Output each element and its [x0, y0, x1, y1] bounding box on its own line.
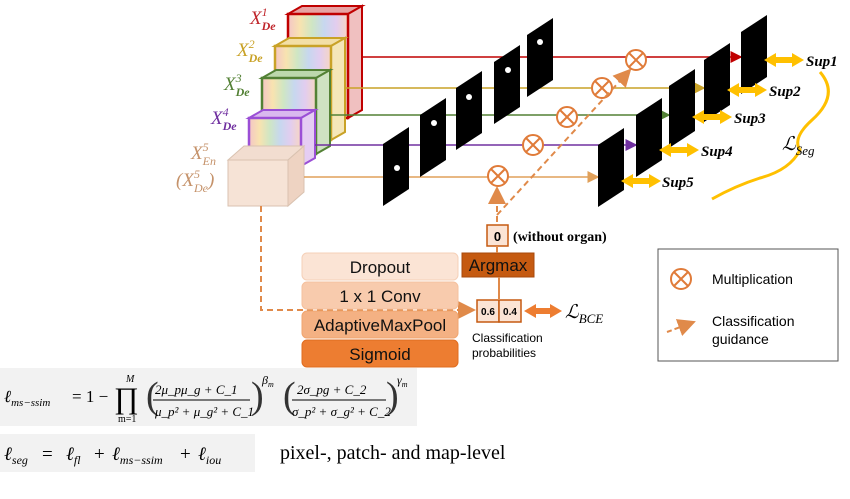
multiply-cross-marks	[490, 52, 644, 184]
maps-left	[383, 18, 553, 206]
sup4-label: Sup4	[701, 144, 733, 160]
bce-arrow	[524, 304, 562, 318]
svg-text:): )	[251, 375, 264, 417]
seg-bracket	[711, 71, 830, 201]
sup2-label: Sup2	[769, 84, 801, 100]
pool-box	[301, 310, 459, 339]
sup5-label: Sup5	[662, 175, 694, 191]
dropout-label: Dropout	[350, 258, 411, 277]
svg-text:(: (	[283, 375, 296, 417]
svg-text:βm: βm	[261, 373, 274, 389]
legend-guidance-icon	[666, 319, 696, 336]
sup-arrows	[621, 53, 804, 188]
dropout-box	[301, 252, 459, 281]
sigmoid-box	[301, 339, 459, 368]
argmax-label: Argmax	[469, 256, 528, 275]
svg-text:γm: γm	[397, 373, 408, 389]
prob-a-label: 0.6	[481, 307, 495, 318]
legend-guidance-1: Classification	[712, 313, 794, 329]
conv-box	[301, 281, 459, 310]
prob-caption-1: Classification	[472, 331, 543, 345]
legend-multiplication: Multiplication	[712, 271, 793, 287]
zero-label: 0	[494, 229, 501, 244]
pool-label: AdaptiveMaxPool	[314, 316, 446, 335]
svg-text:ℓiou: ℓiou	[198, 444, 221, 467]
sup3-label: Sup3	[734, 111, 766, 127]
formula-seg-bg	[0, 434, 255, 472]
maps-right	[598, 15, 767, 207]
formula-ms-ssim: ℓms−ssim = 1 − M m=1 ∏ ( 2μ_pμ_g + C_1 μ…	[4, 373, 408, 425]
svg-text:m=1: m=1	[118, 414, 136, 425]
legend-box	[657, 248, 839, 362]
sigmoid-label: Sigmoid	[349, 345, 410, 364]
guidance-lines	[260, 68, 632, 319]
svg-text:ℓfl: ℓfl	[66, 444, 81, 467]
svg-text:∏: ∏	[114, 382, 139, 415]
conv-label: 1 x 1 Conv	[339, 287, 421, 306]
svg-text:μ_p² + μ_g² + C_1: μ_p² + μ_g² + C_1	[154, 404, 254, 419]
svg-text:= 1 −: = 1 −	[72, 387, 108, 406]
svg-text:2μ_pμ_g + C_1: 2μ_pμ_g + C_1	[155, 382, 238, 397]
feature-block-en5	[226, 144, 306, 208]
formula-caption: pixel-, patch- and map-level	[280, 442, 506, 464]
svg-text:M: M	[125, 374, 135, 385]
loss-bce: ℒBCE	[565, 302, 603, 326]
argmax-box	[461, 252, 535, 278]
svg-text:=: =	[42, 444, 53, 465]
prob-caption-2: probabilities	[472, 346, 536, 360]
svg-text:ℓms−ssim: ℓms−ssim	[112, 444, 163, 467]
svg-text:σ_p² + σ_g² + C_2: σ_p² + σ_g² + C_2	[292, 404, 391, 419]
prob-box-b	[498, 299, 522, 323]
svg-text:2σ_pg + C_2: 2σ_pg + C_2	[297, 382, 367, 397]
loss-seg: ℒSeg	[782, 134, 815, 158]
without-organ-label: (without organ)	[513, 230, 607, 245]
svg-text:+: +	[94, 444, 105, 465]
prob-b-label: 0.4	[503, 307, 517, 318]
legend-guidance-2: guidance	[712, 331, 769, 347]
svg-text:): )	[386, 375, 399, 417]
svg-text:ℓseg: ℓseg	[4, 444, 28, 467]
svg-text:+: +	[180, 444, 191, 465]
svg-text:(: (	[146, 375, 159, 417]
sup1-label: Sup1	[806, 54, 838, 70]
formula-ms-ssim-bg	[0, 368, 417, 426]
svg-text:ℓms−ssim: ℓms−ssim	[4, 387, 50, 409]
formula-seg: ℓseg = ℓfl + ℓms−ssim + ℓiou	[4, 444, 221, 467]
